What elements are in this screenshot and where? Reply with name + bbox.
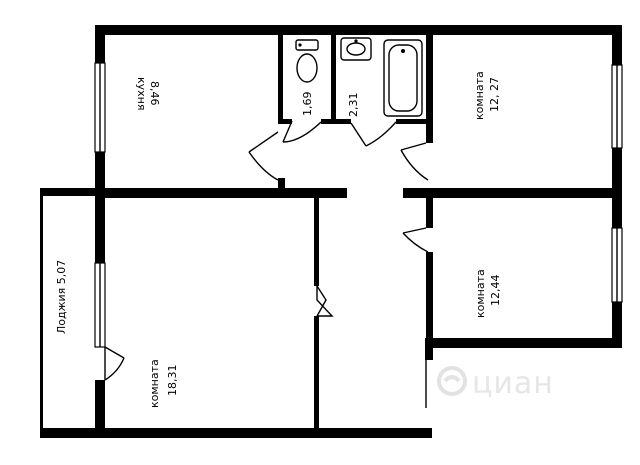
west-room-left-wall-upper <box>95 188 105 263</box>
wc-bath-divider <box>331 35 336 121</box>
door-loggia <box>104 346 125 381</box>
loggia-name: Лоджия 5,07 <box>55 260 68 334</box>
east-room-bottom-wall <box>432 338 622 348</box>
window-kitchen <box>94 62 106 153</box>
door-ne-room <box>400 142 429 181</box>
watermark-logo-icon <box>437 366 467 396</box>
bottom-wall <box>40 428 432 438</box>
west-room-partition-upper <box>314 196 319 286</box>
fixtures <box>295 37 423 117</box>
door-bath <box>350 121 397 147</box>
kitchen-left-wall-upper <box>95 25 105 63</box>
kitchen-area: 8,46 <box>148 81 161 106</box>
top-wall <box>95 25 622 35</box>
balcony-door-window <box>94 262 106 348</box>
bath-bottom-wall <box>396 119 433 124</box>
corridor-right-wall <box>425 338 433 360</box>
toilet-icon <box>295 39 319 83</box>
e-room-left-wall-upper <box>426 198 433 228</box>
sink-icon <box>340 37 372 61</box>
ne-room-left-wall <box>426 35 433 143</box>
doors <box>104 120 429 408</box>
room-ne-area: 12, 27 <box>488 77 501 112</box>
loggia-left-wall <box>40 188 43 438</box>
wc-left-wall <box>278 35 283 121</box>
loggia-top-wall <box>40 188 105 196</box>
e-room-left-wall-lower <box>426 252 433 348</box>
room-w-name: комната <box>148 359 161 408</box>
walls <box>40 25 622 438</box>
window-ne-room <box>611 64 623 149</box>
wc-label: 1,69 <box>301 92 314 117</box>
kitchen-door-jamb <box>278 178 285 190</box>
room-e-label: комната 12,44 <box>474 269 502 318</box>
bathtub-icon <box>383 39 423 117</box>
loggia-label: Лоджия 5,07 <box>55 260 68 334</box>
window-e-room <box>611 227 623 303</box>
right-wall-lower-a <box>612 198 622 228</box>
labels: кухня 8,46 1,69 2,31 комната 12, 27 комн… <box>55 71 502 408</box>
door-e-room <box>402 227 429 253</box>
wc-bottom-wall-mid <box>321 119 351 124</box>
door-west-room <box>315 283 334 317</box>
east-rooms-divider-wall <box>403 188 622 198</box>
room-w-label: комната 18,31 <box>148 359 179 408</box>
room-ne-name: комната <box>473 71 486 120</box>
door-wc <box>282 120 322 143</box>
west-room-partition-lower <box>314 316 319 430</box>
kitchen-name: кухня <box>135 77 148 110</box>
right-wall-lower-b <box>612 302 622 348</box>
kitchen-bottom-wall <box>95 188 347 198</box>
wc-area: 1,69 <box>301 92 314 117</box>
watermark: циан <box>437 366 554 401</box>
room-e-name: комната <box>474 269 487 318</box>
kitchen-left-wall-lower <box>95 152 105 188</box>
room-w-area: 18,31 <box>166 365 179 397</box>
door-kitchen <box>248 131 279 181</box>
right-wall-upper-a <box>612 25 622 65</box>
west-room-left-wall-lower <box>95 380 105 438</box>
wc-bottom-wall-left <box>278 119 292 124</box>
room-e-area: 12,44 <box>489 275 502 307</box>
bath-area: 2,31 <box>347 93 360 118</box>
watermark-text: циан <box>472 366 554 401</box>
bath-label: 2,31 <box>347 93 360 118</box>
room-ne-label: комната 12, 27 <box>473 71 501 120</box>
windows <box>94 62 623 348</box>
kitchen-label: кухня 8,46 <box>135 77 161 110</box>
right-wall-upper-b <box>612 148 622 198</box>
